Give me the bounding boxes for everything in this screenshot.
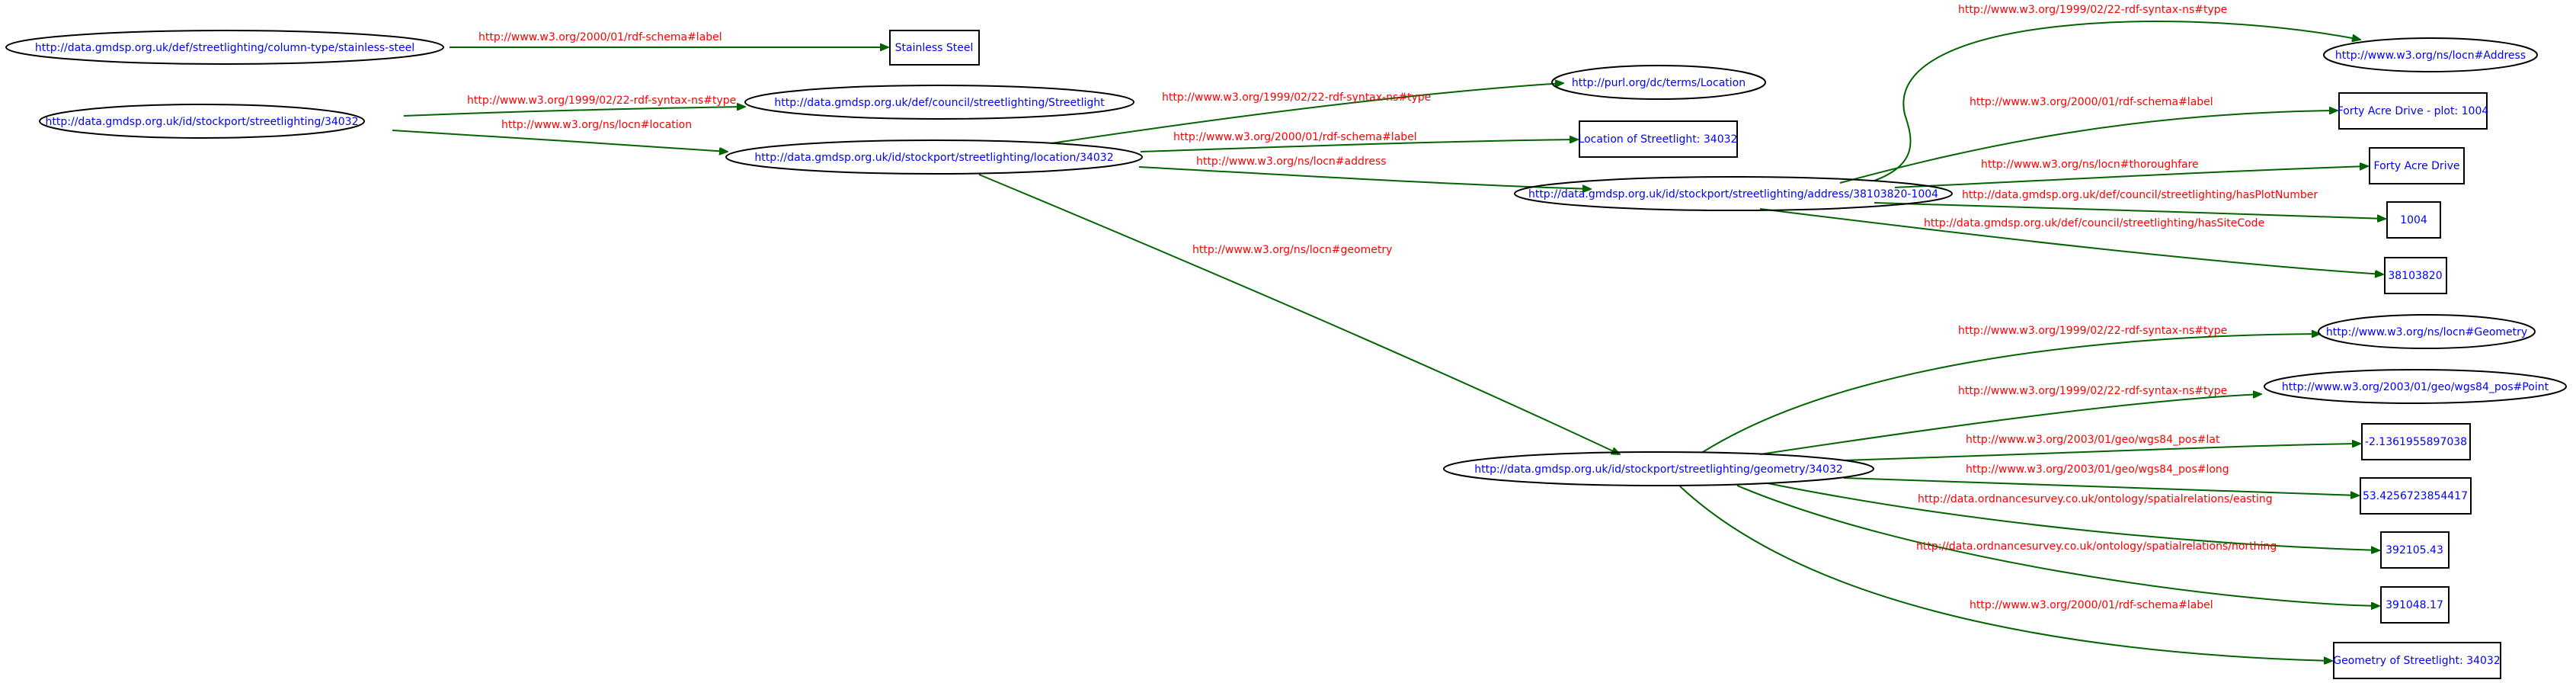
svg-text:392105.43: 392105.43 (2386, 544, 2443, 556)
node-streetlight-class: http://data.gmdsp.org.uk/def/council/str… (744, 85, 1134, 120)
svg-text:http://www.w3.org/ns/locn#Addr: http://www.w3.org/ns/locn#Address (2335, 50, 2526, 62)
svg-text:http://data.gmdsp.org.uk/id/st: http://data.gmdsp.org.uk/id/stockport/st… (46, 116, 359, 128)
edge-label-address-label: http://www.w3.org/2000/01/rdf-schema#lab… (1970, 96, 2213, 108)
svg-text:http://data.gmdsp.org.uk/id/st: http://data.gmdsp.org.uk/id/stockport/st… (1528, 188, 1938, 200)
node-geometry-label: Geometry of Streetlight: 34032 (2333, 642, 2501, 679)
svg-text:http://data.gmdsp.org.uk/def/s: http://data.gmdsp.org.uk/def/streetlight… (35, 42, 414, 54)
edge-label-streetlight-location: http://www.w3.org/ns/locn#location (501, 119, 692, 131)
svg-text:391048.17: 391048.17 (2386, 599, 2443, 611)
node-lat-literal: -2.1361955897038 (2361, 423, 2471, 460)
edge-address-type (1874, 21, 2360, 181)
edge-label-stainless-label: http://www.w3.org/2000/01/rdf-schema#lab… (478, 31, 722, 43)
edge-location-type (1051, 83, 1563, 144)
edge-label-address-thoroughfare: http://www.w3.org/ns/locn#thoroughfare (1981, 159, 2199, 171)
node-northing-literal: 391048.17 (2380, 586, 2450, 624)
edge-geometry-type-2 (1759, 394, 2261, 455)
edge-label-location-address: http://www.w3.org/ns/locn#address (1196, 156, 1387, 168)
svg-text:Forty Acre Drive: Forty Acre Drive (2374, 160, 2460, 172)
node-locn-geometry: http://www.w3.org/ns/locn#Geometry (2318, 314, 2536, 349)
node-location-literal: Location of Streetlight: 34032 (1579, 120, 1738, 158)
edge-label-location-type: http://www.w3.org/1999/02/22-rdf-syntax-… (1162, 91, 1431, 104)
node-stainless-steel-literal: Stainless Steel (889, 30, 980, 66)
svg-text:1004: 1004 (2400, 214, 2427, 226)
edge-geometry-northing (1736, 485, 2379, 606)
edge-label-geometry-northing: http://data.ordnancesurvey.co.uk/ontolog… (1916, 540, 2277, 553)
node-locn-address: http://www.w3.org/ns/locn#Address (2323, 37, 2538, 72)
edge-location-address (1138, 166, 1591, 189)
svg-text:Stainless Steel: Stainless Steel (895, 42, 974, 54)
edge-label-geometry-type-2: http://www.w3.org/1999/02/22-rdf-syntax-… (1958, 385, 2227, 397)
node-streetlight-uri: http://data.gmdsp.org.uk/id/stockport/st… (39, 104, 365, 139)
edge-labels: http://www.w3.org/2000/01/rdf-schema#lab… (467, 4, 2318, 611)
edge-label-geometry-label: http://www.w3.org/2000/01/rdf-schema#lab… (1970, 599, 2213, 611)
svg-text:-2.1361955897038: -2.1361955897038 (2365, 436, 2467, 448)
edge-streetlight-location (392, 130, 728, 152)
svg-text:53.4256723854417: 53.4256723854417 (2363, 490, 2468, 502)
edge-label-streetlight-type: http://www.w3.org/1999/02/22-rdf-syntax-… (467, 95, 736, 107)
node-easting-literal: 392105.43 (2380, 531, 2450, 569)
svg-text:http://www.w3.org/2003/01/geo/: http://www.w3.org/2003/01/geo/wgs84_pos#… (2282, 381, 2549, 393)
edge-geometry-type-1 (1702, 334, 2320, 453)
edge-label-location-label: http://www.w3.org/2000/01/rdf-schema#lab… (1173, 131, 1417, 143)
svg-text:Geometry of Streetlight: 34032: Geometry of Streetlight: 34032 (2333, 655, 2500, 667)
edge-geometry-easting (1767, 483, 2379, 550)
edge-address-plot (1874, 202, 2386, 219)
node-address-label: Forty Acre Drive - plot: 1004 (2338, 92, 2489, 130)
node-address-uri: http://data.gmdsp.org.uk/id/stockport/st… (1514, 176, 1953, 211)
edge-label-address-plot: http://data.gmdsp.org.uk/def/council/str… (1962, 189, 2318, 201)
svg-text:Forty Acre Drive - plot: 1004: Forty Acre Drive - plot: 1004 (2338, 105, 2489, 117)
node-location-uri: http://data.gmdsp.org.uk/id/stockport/st… (725, 139, 1143, 175)
edge-streetlight-type (403, 107, 745, 117)
edge-address-label (1839, 111, 2338, 184)
edge-location-geometry (978, 174, 1620, 454)
edge-label-geometry-type-1: http://www.w3.org/1999/02/22-rdf-syntax-… (1958, 325, 2227, 337)
edge-geometry-lat (1843, 444, 2360, 461)
edge-label-geometry-long: http://www.w3.org/2003/01/geo/wgs84_pos#… (1966, 463, 2229, 476)
edge-address-site (1759, 208, 2383, 274)
node-stainless-steel-uri: http://data.gmdsp.org.uk/def/streetlight… (5, 30, 444, 65)
edge-label-address-type: http://www.w3.org/1999/02/22-rdf-syntax-… (1958, 4, 2227, 16)
edge-label-geometry-lat: http://www.w3.org/2003/01/geo/wgs84_pos#… (1966, 434, 2220, 446)
svg-text:38103820: 38103820 (2388, 270, 2442, 282)
edge-address-thoroughfare (1894, 166, 2368, 188)
node-geometry-uri: http://data.gmdsp.org.uk/id/stockport/st… (1443, 451, 1874, 486)
edges (392, 21, 2386, 661)
node-plot-number: 1004 (2386, 201, 2441, 239)
node-long-literal: 53.4256723854417 (2360, 477, 2472, 515)
node-wgs84-point: http://www.w3.org/2003/01/geo/wgs84_pos#… (2264, 369, 2567, 404)
edge-location-label (1140, 139, 1578, 152)
svg-text:http://purl.org/dc/terms/Locat: http://purl.org/dc/terms/Location (1572, 77, 1746, 89)
edge-geometry-label (1679, 486, 2332, 661)
node-thoroughfare: Forty Acre Drive (2369, 147, 2465, 184)
node-site-code: 38103820 (2384, 257, 2447, 294)
edge-label-location-geometry: http://www.w3.org/ns/locn#geometry (1192, 244, 1392, 256)
svg-text:http://www.w3.org/ns/locn#Geom: http://www.w3.org/ns/locn#Geometry (2326, 326, 2527, 338)
edge-geometry-long (1843, 477, 2359, 495)
edge-label-geometry-easting: http://data.ordnancesurvey.co.uk/ontolog… (1918, 493, 2273, 505)
svg-text:http://data.gmdsp.org.uk/id/st: http://data.gmdsp.org.uk/id/stockport/st… (1474, 463, 1843, 476)
node-dc-location: http://purl.org/dc/terms/Location (1551, 65, 1766, 100)
svg-text:http://data.gmdsp.org.uk/id/st: http://data.gmdsp.org.uk/id/stockport/st… (754, 152, 1113, 164)
edge-label-address-site: http://data.gmdsp.org.uk/def/council/str… (1924, 217, 2264, 229)
svg-text:Location of Streetlight: 34032: Location of Streetlight: 34032 (1579, 133, 1738, 146)
nodes: http://data.gmdsp.org.uk/def/streetlight… (5, 30, 2567, 679)
svg-text:http://data.gmdsp.org.uk/def/c: http://data.gmdsp.org.uk/def/council/str… (774, 97, 1105, 109)
